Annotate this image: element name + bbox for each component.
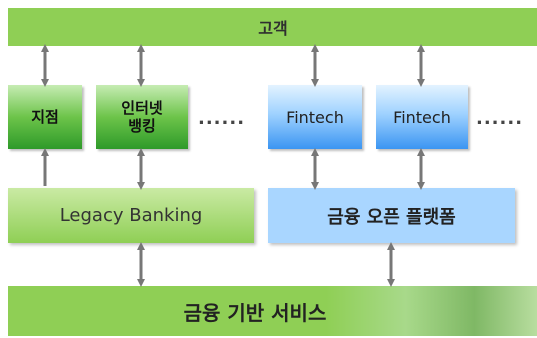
legacy-banking-box: Legacy Banking [8,188,254,243]
internet-banking-box: 인터넷 뱅킹 [96,85,188,149]
open-platform-label: 금융 오픈 플랫폼 [327,206,456,228]
fintech-box-1: Fintech [268,85,362,149]
fintech-label-2: Fintech [393,107,451,127]
base-services-bar: 금융 기반 서비스 [8,286,537,336]
ellipsis-left: ...... [198,108,246,129]
branch-label: 지점 [31,108,59,126]
base-services-label: 금융 기반 서비스 [183,300,327,325]
customer-bar: 고객 [8,8,537,46]
legacy-banking-label: Legacy Banking [59,205,203,226]
branch-box: 지점 [8,85,82,149]
ellipsis-right: ...... [476,108,524,129]
fintech-label-1: Fintech [286,107,344,127]
fintech-box-2: Fintech [376,85,468,149]
internet-banking-label: 인터넷 뱅킹 [121,99,163,135]
open-platform-box: 금융 오픈 플랫폼 [268,188,515,243]
customer-label: 고객 [258,19,288,38]
